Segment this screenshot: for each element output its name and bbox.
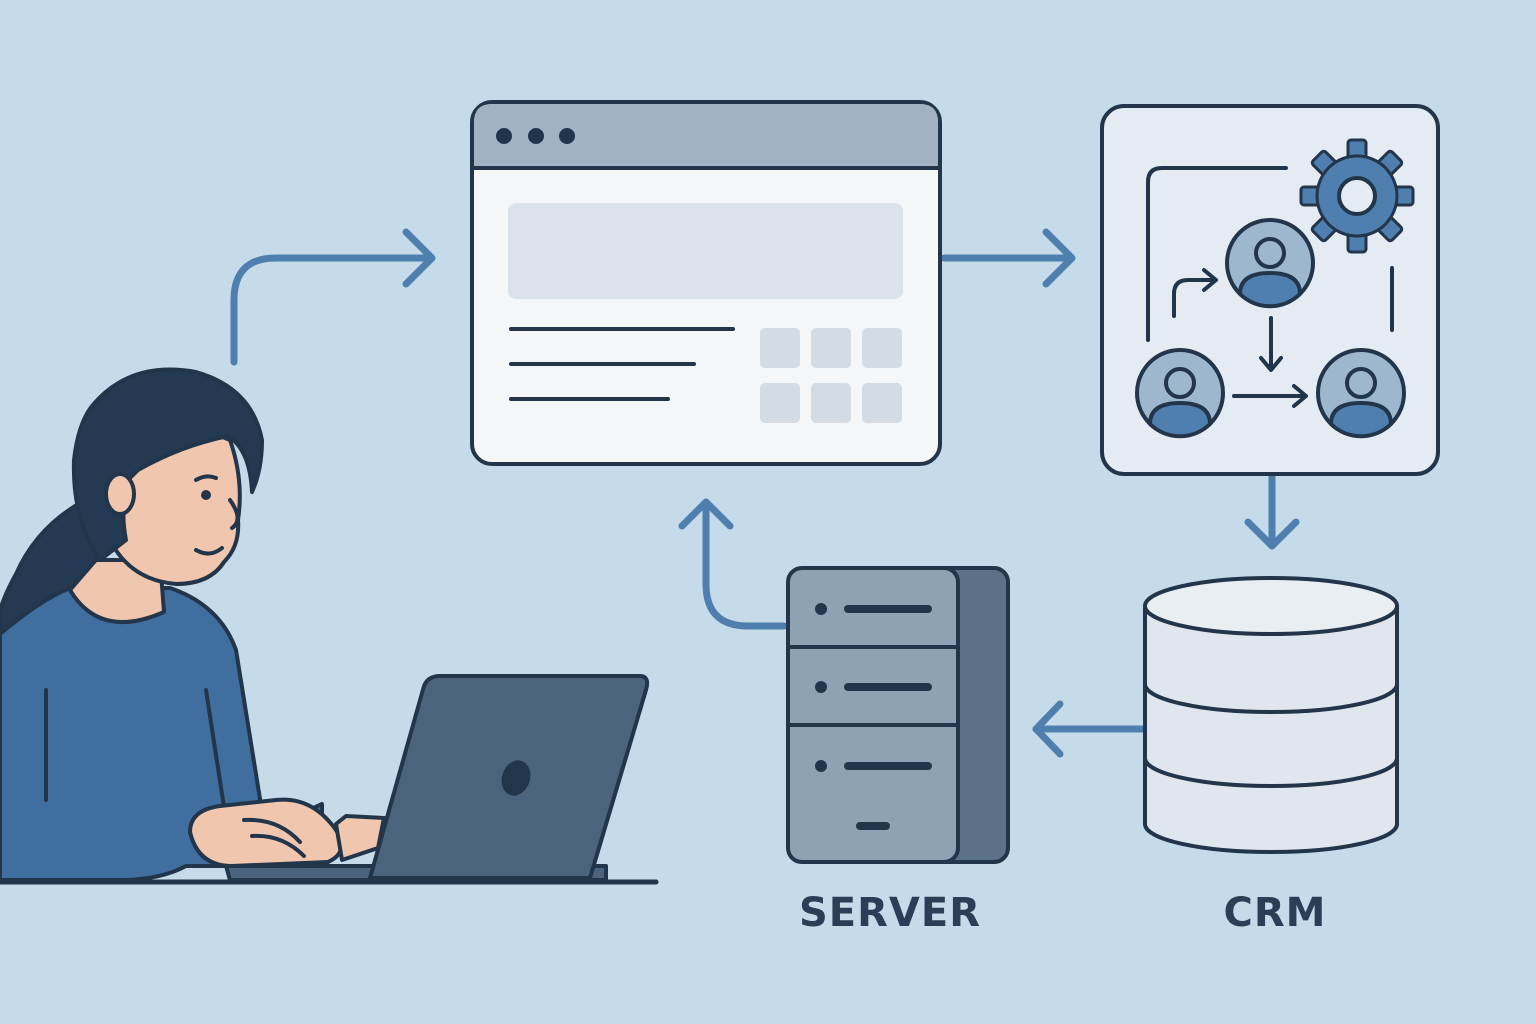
browser-window-icon: [470, 100, 942, 466]
person-illustration: [0, 367, 659, 885]
gear-icon: [1299, 138, 1415, 254]
server-label: SERVER: [798, 890, 981, 936]
content-banner-placeholder: [508, 203, 903, 299]
server-tower-icon: [786, 566, 1010, 864]
user-avatar-icon: [1135, 348, 1225, 439]
arrow-server-to-browser-head: [678, 498, 734, 530]
arrow-user-to-browser-head: [402, 228, 436, 288]
crm-label: CRM: [1223, 890, 1327, 936]
arrow-user-to-browser: [230, 254, 432, 366]
flow-arrows: [230, 228, 1300, 758]
window-dot-icon: [559, 128, 575, 144]
server-led-icon: [815, 681, 827, 693]
user-avatar-icon: [1316, 348, 1406, 439]
arrow-browser-to-workflow-head: [1042, 228, 1076, 288]
user-avatar-icon: [1225, 218, 1315, 309]
hand: [188, 797, 344, 868]
window-dot-icon: [528, 128, 544, 144]
server-led-icon: [815, 603, 827, 615]
workflow-network-icon: [1100, 104, 1440, 476]
tile-grid: [760, 328, 902, 423]
arrow-crm-to-server-head: [1032, 700, 1064, 758]
window-dot-icon: [496, 128, 512, 144]
database-cylinder-icon: [1143, 576, 1399, 854]
laptop-icon: [368, 674, 650, 880]
arrow-server-to-browser: [702, 500, 788, 630]
arrow-workflow-to-crm-head: [1244, 518, 1300, 550]
server-led-icon: [815, 760, 827, 772]
